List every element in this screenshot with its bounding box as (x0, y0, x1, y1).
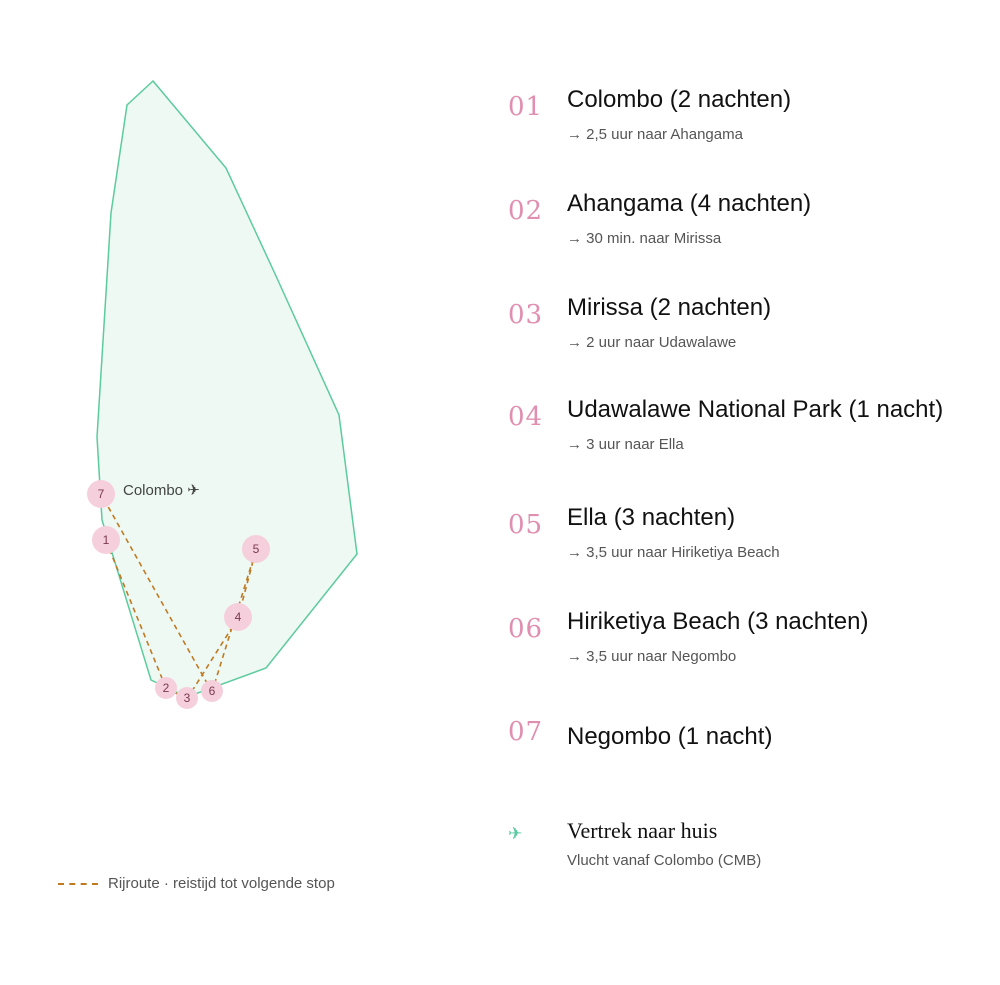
stop-title: Udawalawe National Park (1 nacht) (567, 396, 944, 423)
stop-travel-time: → 3,5 uur naar Hiriketiya Beach (567, 544, 780, 561)
stop-title: Negombo (1 nacht) (567, 723, 773, 750)
stop-title: Ahangama (4 nachten) (567, 190, 812, 217)
marker-2-label: 2 (163, 681, 170, 695)
stop-travel-time: → 30 min. naar Mirissa (567, 230, 722, 247)
stop-number: 06 (508, 614, 544, 644)
stop-number: 05 (508, 510, 544, 540)
marker-2[interactable]: 2 (155, 677, 177, 699)
marker-6-label: 6 (209, 684, 216, 698)
map-area: 7 1 5 4 2 3 6 Colombo ✈ Rijroute · reist (0, 0, 480, 985)
marker-6[interactable]: 6 (201, 680, 223, 702)
legend-text: Rijroute · reistijd tot volgende stop (108, 875, 335, 892)
marker-4-label: 4 (235, 610, 242, 624)
stop-number: 04 (508, 402, 544, 432)
marker-3-label: 3 (184, 691, 191, 705)
stop-title: Ella (3 nachten) (567, 504, 736, 531)
stop-number: 07 (508, 717, 544, 747)
plane-icon: ✈ (508, 824, 523, 843)
route-6-7 (100, 493, 213, 693)
stop-title: Hiriketiya Beach (3 nachten) (567, 608, 869, 635)
marker-1-label: 1 (103, 533, 110, 547)
marker-5[interactable]: 5 (242, 535, 270, 563)
stop-title: Mirissa (2 nachten) (567, 294, 772, 321)
stop-travel-time: → 3,5 uur naar Negombo (567, 648, 737, 665)
stop-title: Colombo (2 nachten) (567, 86, 792, 113)
map-legend: Rijroute · reistijd tot volgende stop (58, 875, 335, 892)
stop-travel-time: → 3 uur naar Ella (567, 436, 684, 453)
colombo-map-label: Colombo ✈ (123, 482, 200, 499)
marker-3[interactable]: 3 (176, 687, 198, 709)
marker-7-label: 7 (98, 487, 105, 501)
stop-travel-time: → 2 uur naar Udawalawe (567, 334, 737, 351)
marker-7[interactable]: 7 (87, 480, 115, 508)
island-map: 7 1 5 4 2 3 6 (87, 79, 358, 709)
route-3-4 (186, 617, 239, 700)
stop-number: 03 (508, 300, 544, 330)
departure-title: Vertrek naar huis (567, 818, 718, 843)
marker-5-label: 5 (253, 542, 260, 556)
departure-sub: Vlucht vanaf Colombo (CMB) (567, 852, 762, 869)
marker-1[interactable]: 1 (92, 526, 120, 554)
legend-dashed-line (58, 882, 98, 885)
marker-4[interactable]: 4 (224, 603, 252, 631)
island-outline (96, 79, 358, 698)
stop-travel-time: → 2,5 uur naar Ahangama (567, 126, 743, 143)
stop-number: 02 (508, 196, 544, 226)
stop-number: 01 (508, 92, 544, 122)
